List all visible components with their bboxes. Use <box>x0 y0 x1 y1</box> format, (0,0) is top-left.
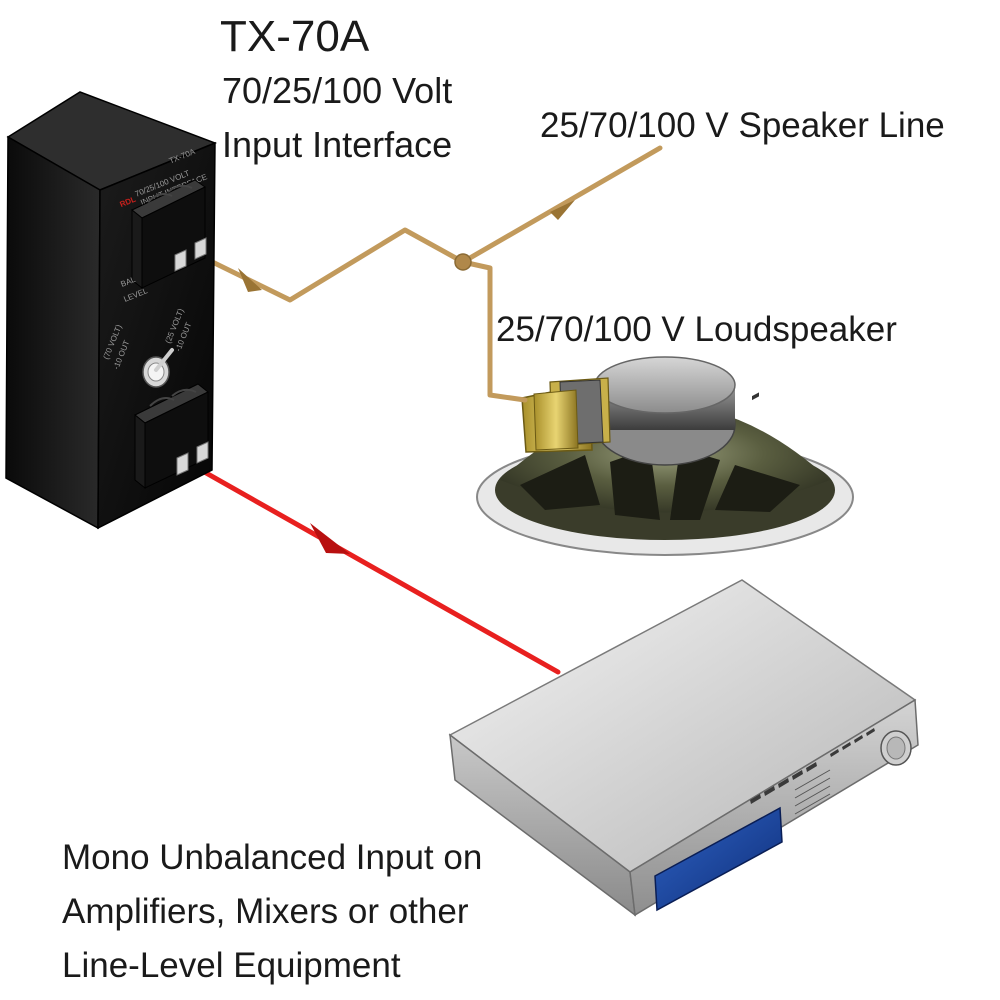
junction-dot <box>454 253 472 271</box>
voltage-select-switch <box>142 348 174 388</box>
device-subtitle-line2: Input Interface <box>222 124 453 165</box>
speaker-line-wire <box>189 145 663 403</box>
output-terminal-block <box>134 383 209 490</box>
speaker-line-arrow-left <box>238 268 262 292</box>
signal-line-arrow <box>310 523 350 554</box>
display-window <box>654 806 783 912</box>
equipment-label-line1: Mono Unbalanced Input on <box>62 838 483 877</box>
speaker-line-label: 25/70/100 V Speaker Line <box>540 106 945 145</box>
device-subtitle-line1: 70/25/100 Volt <box>222 70 453 111</box>
speaker-transformer <box>521 377 611 453</box>
input-terminal-right <box>194 237 207 260</box>
input-terminal-left <box>174 249 187 272</box>
loudspeaker-label: 25/70/100 V Loudspeaker <box>496 310 897 349</box>
device-title: TX-70A <box>220 12 370 61</box>
output-terminal-left <box>176 452 189 476</box>
equipment-label-line2: Amplifiers, Mixers or other <box>62 892 469 931</box>
speaker-line-arrow-right <box>550 200 575 220</box>
front-panel-buttons <box>752 392 759 401</box>
signal-line-wire <box>189 462 561 675</box>
input-terminal-block <box>131 179 207 290</box>
equipment-label-line3: Line-Level Equipment <box>62 946 401 985</box>
loudspeaker <box>476 356 854 556</box>
amplifier-unit <box>448 392 919 917</box>
tx-70a-device: RDL TX-70A 70/25/100 VOLT INPUT INTERFAC… <box>5 91 218 530</box>
output-terminal-right <box>196 441 209 464</box>
